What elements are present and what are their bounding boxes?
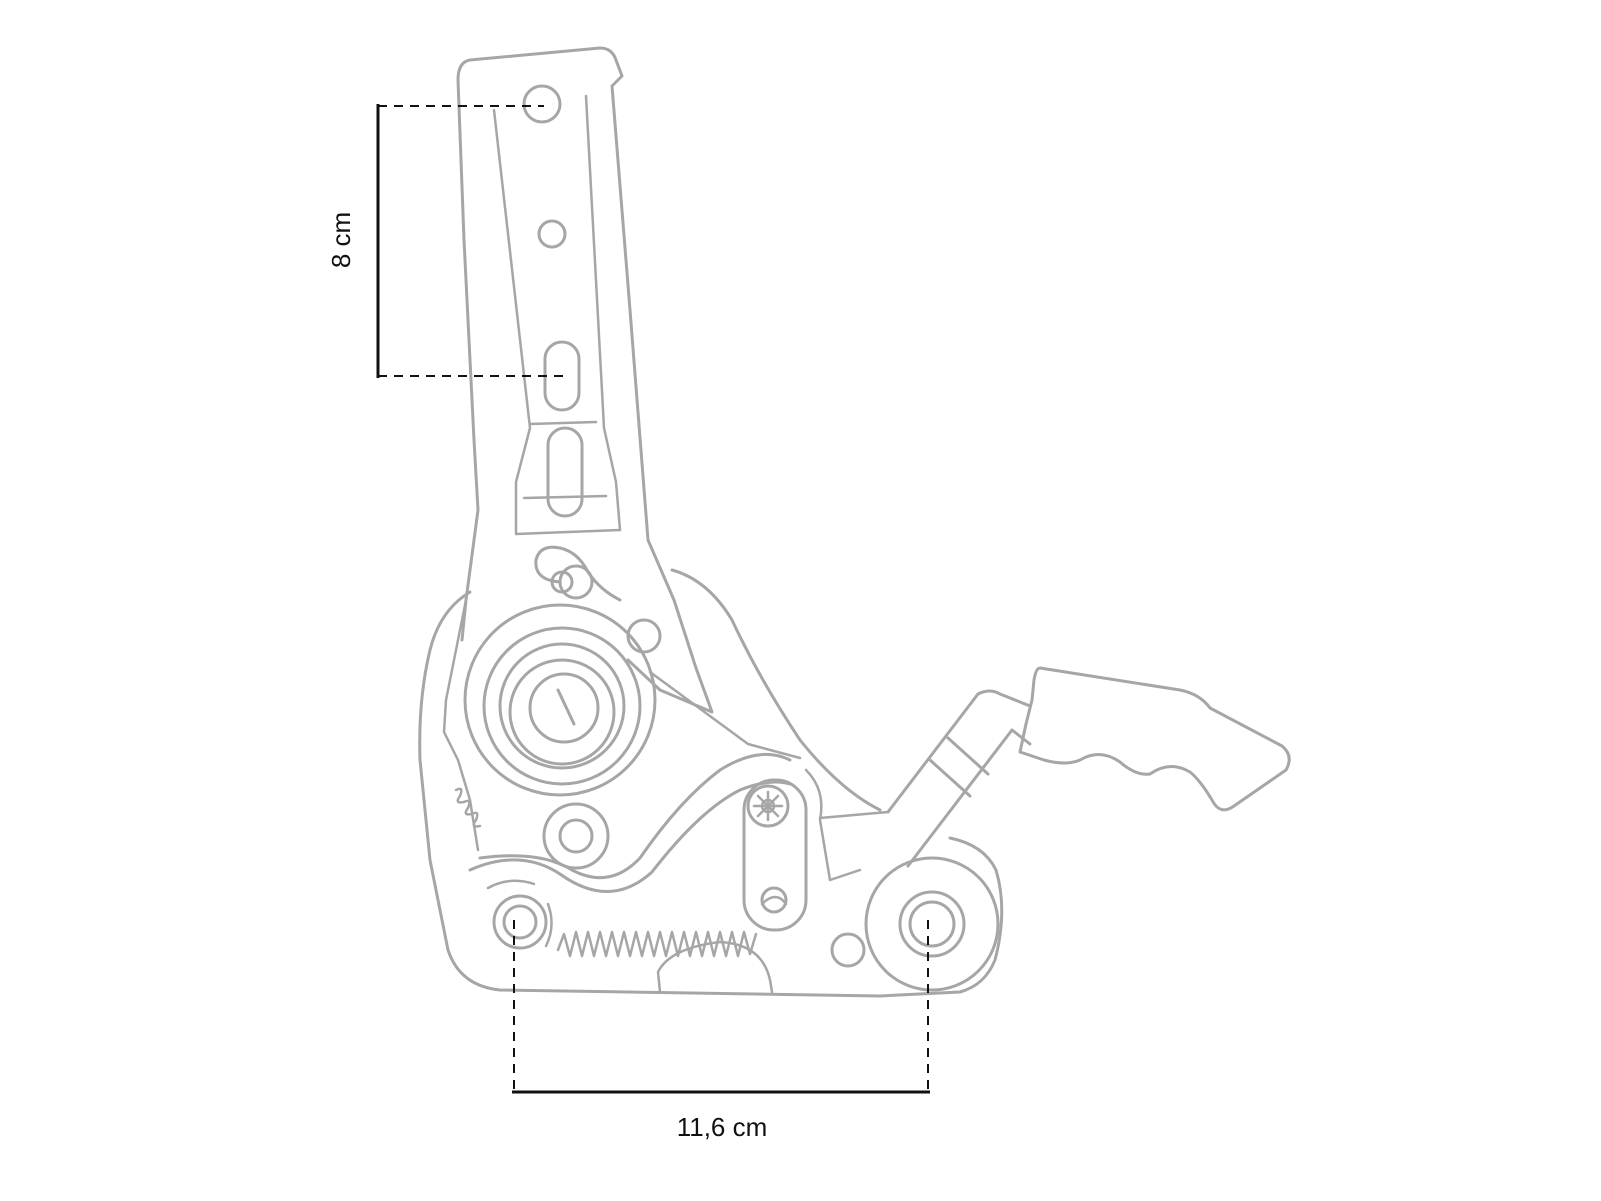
small-pin-a — [558, 564, 594, 600]
arm-divider-top — [528, 420, 598, 426]
arm-channel-right — [584, 94, 622, 532]
screw-slot — [556, 688, 576, 726]
lower-slot — [546, 426, 584, 518]
arm-channel-left — [492, 108, 532, 536]
small-pin-b — [550, 570, 574, 594]
right-pin-outer — [864, 856, 1000, 992]
handle-grip — [1018, 666, 1291, 812]
width-dim-label: 11,6 cm — [677, 1112, 768, 1142]
small-pin-c — [626, 618, 662, 654]
width-dimension: 11,6 cm — [512, 920, 930, 1142]
left-pin-outer — [492, 894, 548, 950]
height-dimension: 8 cm — [326, 104, 566, 378]
left-pin-inner — [502, 904, 538, 940]
pivot-ring-3 — [498, 642, 626, 770]
left-body-inner — [442, 598, 480, 852]
vertical-link — [742, 778, 808, 932]
s-lever — [468, 752, 792, 893]
pivot-outer-ring — [463, 603, 657, 797]
height-dim-label: 8 cm — [326, 212, 356, 268]
arm-divider-bottom — [522, 494, 608, 500]
extension-spring — [556, 930, 758, 958]
bracket-mechanism — [418, 46, 1291, 998]
mid-pin-inner — [558, 818, 594, 854]
small-pin-d — [830, 932, 866, 968]
lower-body-outline — [418, 590, 1004, 998]
pivot-ring-4 — [508, 658, 616, 766]
small-spring-left — [454, 787, 482, 828]
handle-collar — [928, 736, 990, 798]
left-pin-arc — [486, 879, 553, 948]
mid-pin-outer — [542, 802, 610, 870]
right-pin-inner — [908, 900, 956, 948]
right-pin-ring — [898, 890, 966, 958]
star-screw-cross — [752, 790, 784, 822]
spring-hook — [534, 545, 622, 602]
lower-housing-curve — [656, 940, 774, 994]
handle-base-line — [818, 810, 890, 820]
pivot-screw — [528, 672, 600, 744]
star-screw — [746, 784, 790, 828]
cam-link — [648, 670, 802, 760]
arm-channel-bottom — [514, 528, 622, 536]
link-lower-pin — [760, 886, 788, 914]
link-side-plate — [804, 768, 862, 882]
cam-curve — [670, 568, 882, 812]
middle-hole — [537, 219, 567, 249]
top-hole — [522, 84, 562, 124]
star-screw-hub — [760, 798, 776, 814]
spring-end-hook — [760, 895, 788, 906]
pivot-ring-2 — [482, 626, 642, 786]
upper-arm-outline — [456, 46, 714, 714]
